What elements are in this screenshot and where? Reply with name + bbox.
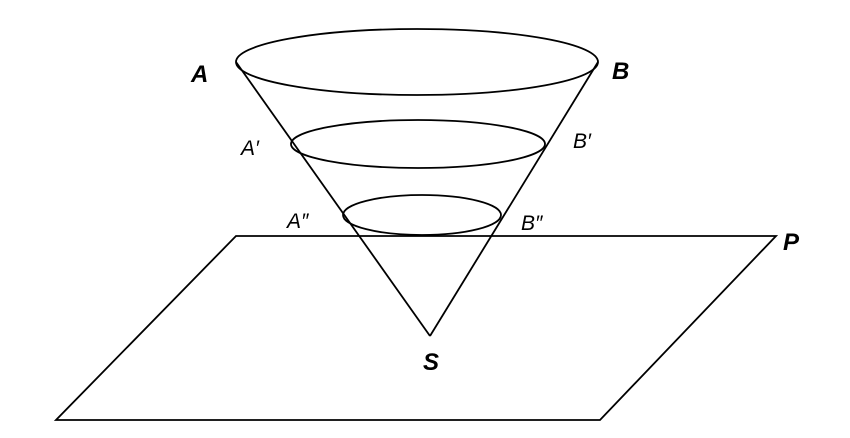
label-s: S <box>423 349 439 376</box>
label-p: P <box>783 229 800 256</box>
plane-p <box>53 235 779 421</box>
label-a: A <box>190 61 208 88</box>
label-b-prime: B′ <box>573 130 592 153</box>
middle-section-ellipse <box>290 119 546 169</box>
label-b-double-prime: B″ <box>521 212 544 235</box>
cone-left-generator <box>235 61 431 337</box>
label-a-double-prime: A″ <box>285 210 310 233</box>
cone-right-generator <box>429 61 599 337</box>
lower-section-ellipse <box>342 194 502 236</box>
label-b: B <box>612 58 629 85</box>
top-base-ellipse <box>235 28 599 96</box>
label-a-prime: A′ <box>239 137 260 160</box>
